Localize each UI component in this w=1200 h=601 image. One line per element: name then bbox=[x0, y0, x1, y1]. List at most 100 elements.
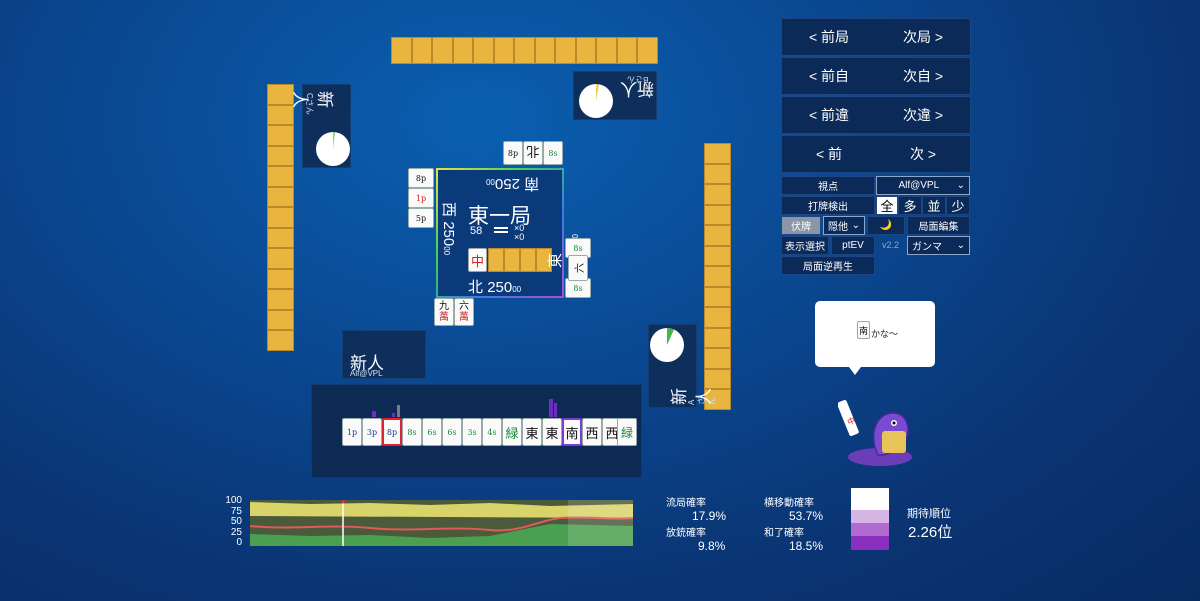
hand-tile[interactable]: 1p bbox=[342, 418, 362, 446]
wall-tile bbox=[704, 225, 731, 246]
seat-north-wind: 北 bbox=[468, 279, 484, 296]
wall-tile bbox=[411, 37, 432, 64]
seat-west-wind: 西 bbox=[440, 202, 457, 218]
chart-future-shade bbox=[568, 500, 633, 546]
wall-tile bbox=[704, 389, 731, 410]
hand-tile[interactable]: 8p bbox=[382, 418, 402, 446]
wall-tile bbox=[555, 37, 576, 64]
probability-chart[interactable] bbox=[250, 500, 633, 546]
kyotaku-count: ×0 bbox=[514, 232, 525, 242]
hide-tiles-button[interactable]: 伏牌 bbox=[781, 216, 821, 235]
hide-other-select[interactable]: 隠他 ⌄ bbox=[823, 216, 865, 235]
rank-distribution bbox=[851, 488, 889, 550]
next-round-button[interactable]: 次局 > bbox=[902, 29, 944, 45]
chevron-down-icon: ⌄ bbox=[956, 240, 965, 251]
hand-tile[interactable]: 西 bbox=[582, 418, 602, 446]
wall-tile bbox=[267, 330, 294, 351]
player-left-clock bbox=[316, 132, 350, 166]
replay-position-button[interactable]: 局面逆再生 bbox=[781, 256, 875, 275]
hand-evaluation-bars bbox=[372, 399, 557, 417]
remaining-count: 58 bbox=[470, 225, 483, 237]
wall-tile bbox=[267, 268, 294, 289]
hand-tile[interactable]: 4s bbox=[482, 418, 502, 446]
wall-tile bbox=[704, 327, 731, 348]
wall-tile bbox=[704, 245, 731, 266]
wall-tile bbox=[267, 207, 294, 228]
eval-bar bbox=[554, 403, 557, 417]
wall-tile bbox=[704, 266, 731, 287]
discard-tile: 北 bbox=[523, 141, 543, 165]
left-wall bbox=[267, 84, 294, 351]
honba-icon bbox=[494, 227, 508, 229]
rank-3-bar bbox=[851, 523, 889, 536]
version-label: v2.2 bbox=[882, 240, 900, 250]
detect-options: 全 多 並 少 bbox=[876, 196, 970, 215]
discard-tile: 8p bbox=[408, 168, 434, 188]
hand-tile[interactable]: 東 bbox=[522, 418, 542, 446]
player-left-panel: 新人 Cさん bbox=[290, 84, 351, 168]
moon-icon[interactable]: 🌙 bbox=[867, 216, 905, 235]
hand-tile[interactable]: 6s bbox=[442, 418, 462, 446]
player-left-sub: Cさん bbox=[305, 93, 314, 115]
display-select-button[interactable]: 表示選択 bbox=[781, 236, 829, 255]
wall-tile bbox=[432, 37, 453, 64]
speech-bubble: 南 かな～ bbox=[815, 301, 935, 375]
wall-tile bbox=[534, 37, 555, 64]
prev-button[interactable]: < 前 bbox=[815, 146, 843, 162]
hand-tile[interactable]: 3s bbox=[462, 418, 482, 446]
wall-tile bbox=[704, 307, 731, 328]
detect-option-all[interactable]: 全 bbox=[876, 196, 898, 215]
detect-option-few[interactable]: 少 bbox=[946, 196, 970, 215]
wall-tile bbox=[637, 37, 658, 64]
wall-tile bbox=[493, 37, 514, 64]
viewpoint-label: 視点 bbox=[781, 176, 875, 195]
wall-tile bbox=[267, 166, 294, 187]
wall-tile bbox=[596, 37, 617, 64]
gamma-select[interactable]: ガンマ ⌄ bbox=[907, 236, 970, 255]
player-bottom-name: 新人 bbox=[350, 354, 384, 373]
seat-south-score: 250 bbox=[494, 175, 520, 192]
prev-round-button[interactable]: < 前局 bbox=[808, 29, 850, 45]
player-bottom-panel: 新人 Alf@VPL bbox=[342, 330, 426, 379]
ryukyoku-label: 流局確率 bbox=[666, 498, 706, 509]
prev-self-button[interactable]: < 前自 bbox=[808, 68, 850, 84]
detect-option-many[interactable]: 多 bbox=[898, 196, 922, 215]
ptev-button[interactable]: ptEV bbox=[831, 236, 875, 255]
next-diff-button[interactable]: 次違 > bbox=[902, 107, 944, 123]
wall-tile bbox=[704, 163, 731, 184]
hand-tile[interactable]: 8s bbox=[402, 418, 422, 446]
hora-value: 18.5% bbox=[789, 539, 824, 553]
player-right-sub: Aさん bbox=[687, 397, 717, 405]
series-yellow-area bbox=[250, 502, 633, 518]
discard-tile-suit: 萬 bbox=[459, 312, 469, 323]
discard-tile: 8p bbox=[503, 141, 523, 165]
viewpoint-select[interactable]: Alf@VPL ⌄ bbox=[876, 176, 970, 195]
hand-tile[interactable]: 東 bbox=[542, 418, 562, 446]
player-right-clock bbox=[650, 328, 684, 362]
wall-tile bbox=[616, 37, 637, 64]
next-button[interactable]: 次 > bbox=[909, 146, 937, 162]
drawn-tile[interactable]: 緑 bbox=[617, 418, 637, 446]
detect-option-normal[interactable]: 並 bbox=[922, 196, 946, 215]
speech-text: かな～ bbox=[871, 329, 899, 339]
edit-position-button[interactable]: 局面編集 bbox=[907, 216, 970, 235]
wall-tile bbox=[267, 248, 294, 269]
speech-tile: 南 bbox=[857, 321, 870, 339]
prev-diff-button[interactable]: < 前違 bbox=[808, 107, 850, 123]
hand-tile[interactable]: 3p bbox=[362, 418, 382, 446]
hand-tile[interactable]: 緑 bbox=[502, 418, 522, 446]
y-tick-label: 100 bbox=[225, 495, 242, 506]
eval-bar bbox=[549, 399, 553, 417]
seat-east-wind: 東 bbox=[547, 252, 564, 268]
discard-tile: 8s bbox=[543, 141, 563, 165]
hand-tile[interactable]: 南 bbox=[562, 418, 582, 446]
houju-value: 9.8% bbox=[698, 539, 726, 553]
eval-bar bbox=[372, 411, 376, 417]
next-self-button[interactable]: 次自 > bbox=[902, 68, 944, 84]
dora-hidden-tile bbox=[536, 248, 552, 272]
svg-text:中: 中 bbox=[846, 415, 857, 427]
eval-bar bbox=[392, 413, 395, 417]
player-bottom-sub: Alf@VPL bbox=[350, 369, 383, 378]
hand-tile[interactable]: 6s bbox=[422, 418, 442, 446]
